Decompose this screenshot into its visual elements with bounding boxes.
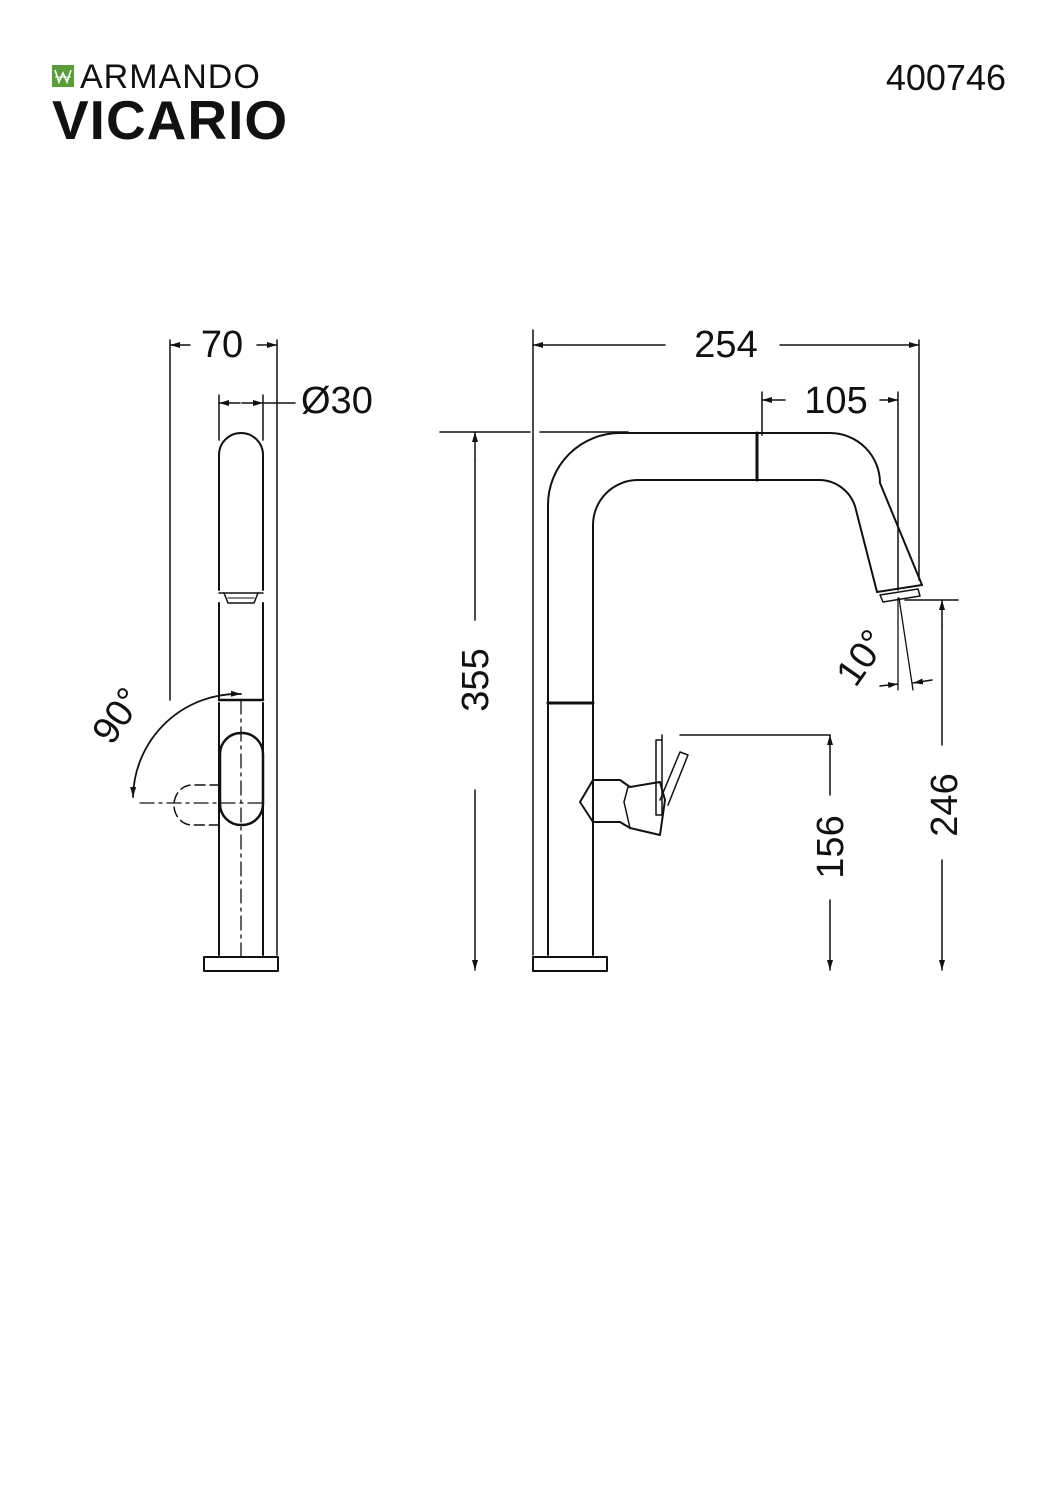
dim-label-246: 246 <box>924 773 966 836</box>
side-handle-rotated <box>173 784 221 826</box>
front-view <box>439 329 959 972</box>
dim-label-70: 70 <box>201 324 243 366</box>
dim-label-156: 156 <box>810 815 852 878</box>
spout-outer <box>547 432 923 956</box>
side-base-plate <box>203 956 279 972</box>
dim-label-90-degrees: 90° <box>84 681 151 752</box>
product-code: 400746 <box>885 57 1006 98</box>
dim-label-254: 254 <box>694 324 757 366</box>
dim-label-10-degrees: 10° <box>828 623 895 694</box>
dim-label-355: 355 <box>455 648 497 711</box>
side-view <box>130 339 296 972</box>
dim-label-105: 105 <box>804 380 867 422</box>
side-tube-upper <box>218 432 264 591</box>
front-handle-body <box>579 779 666 836</box>
brand-logo: ARMANDO VICARIO <box>52 60 342 150</box>
front-base-plate <box>532 956 608 972</box>
dim-label-diameter-30: Ø30 <box>301 380 373 422</box>
brand-name-line1: ARMANDO <box>80 58 261 96</box>
rotation-arc-90 <box>130 690 242 798</box>
spout-inner <box>592 478 878 956</box>
brand-mark-icon <box>52 65 74 87</box>
brand-name-line2: VICARIO <box>52 89 289 151</box>
